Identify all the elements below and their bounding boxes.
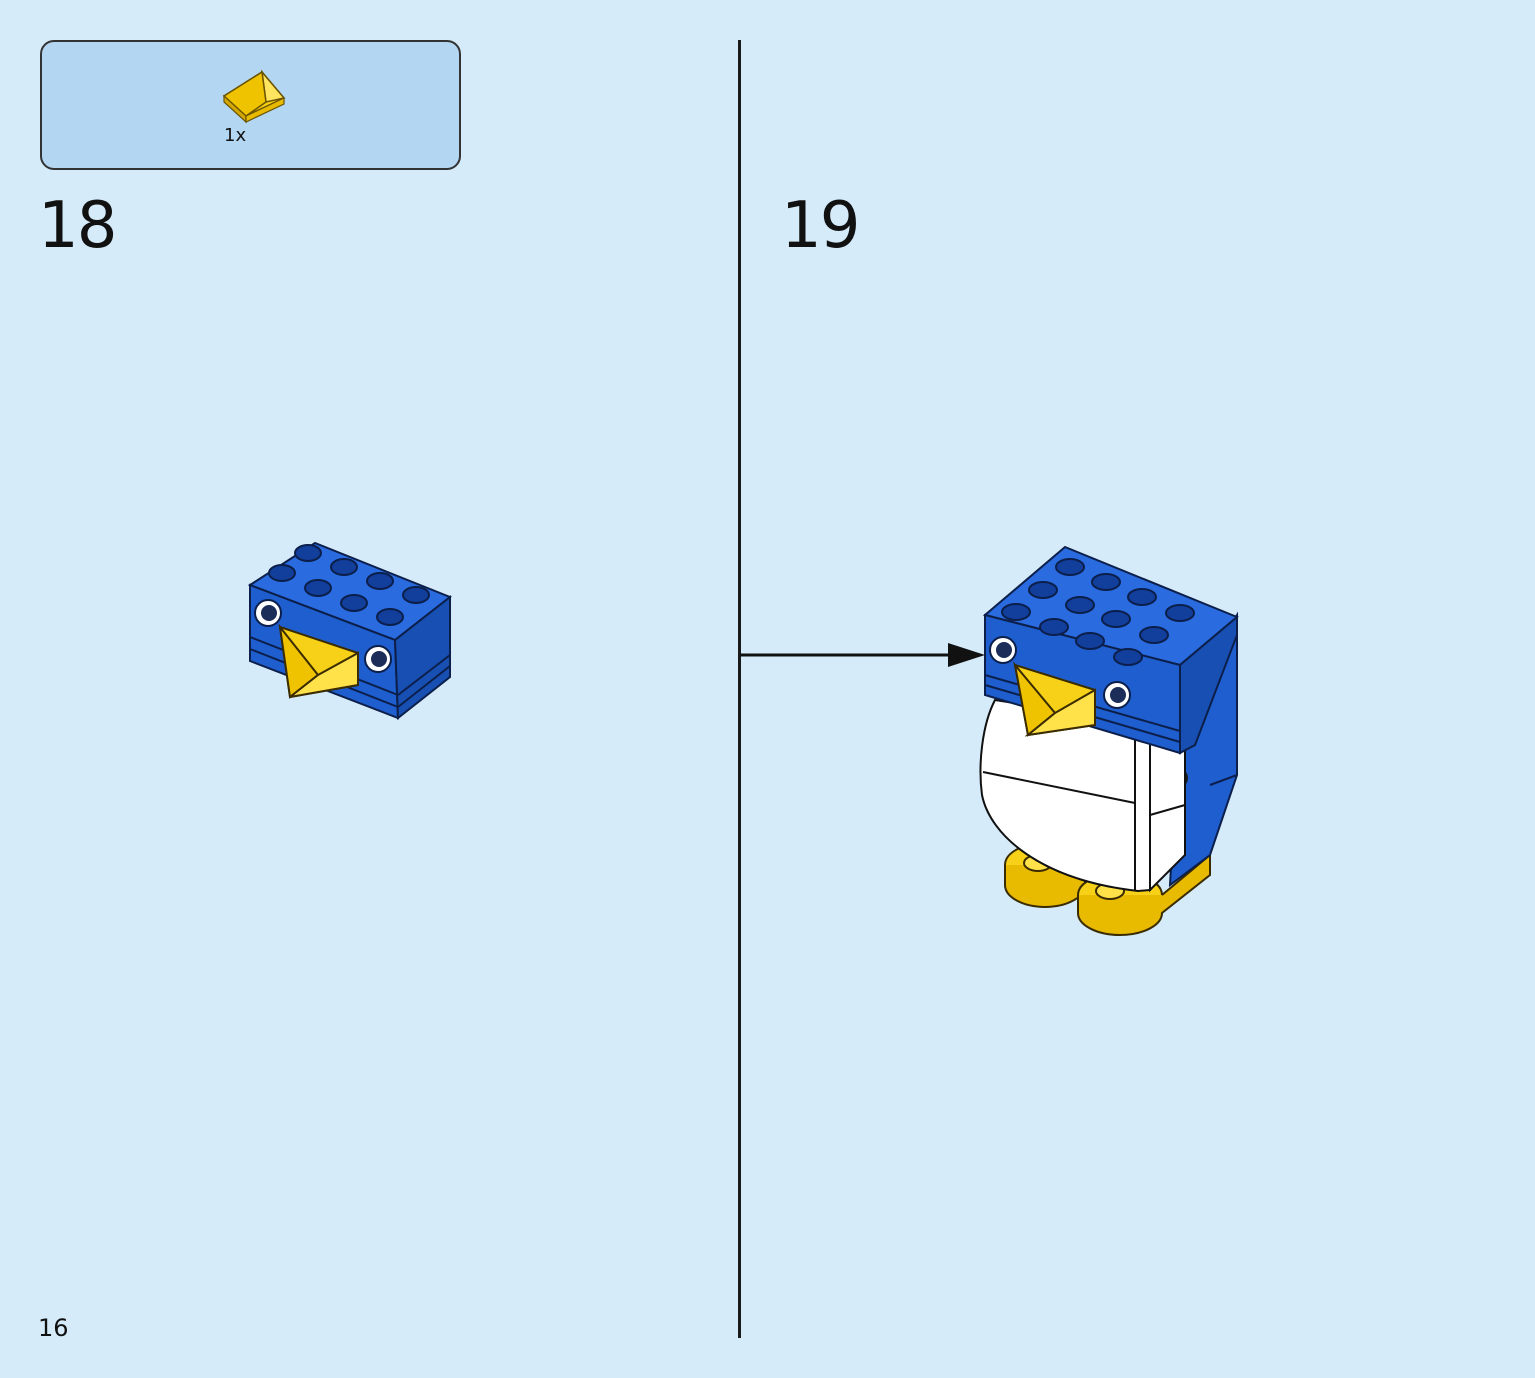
page-number: 16 bbox=[38, 1314, 69, 1342]
left-eye-icon bbox=[989, 636, 1017, 664]
part-quantity-label: 1x bbox=[224, 125, 247, 146]
left-eye-icon bbox=[254, 599, 282, 627]
assembly-arrow-icon bbox=[740, 643, 985, 667]
beak-icon bbox=[1013, 661, 1096, 737]
yellow-wedge-slope-piece-icon bbox=[222, 69, 286, 124]
parts-callout-box: 1x bbox=[40, 40, 461, 170]
right-eye-icon bbox=[364, 645, 392, 673]
step-number-19: 19 bbox=[781, 189, 860, 263]
right-eye-icon bbox=[1103, 681, 1131, 709]
step-number-18: 18 bbox=[38, 189, 117, 263]
penguin-complete-assembly-icon bbox=[979, 545, 1239, 936]
step-divider bbox=[738, 40, 741, 1338]
beak-icon bbox=[278, 623, 359, 699]
penguin-head-assembly-icon bbox=[247, 541, 452, 721]
